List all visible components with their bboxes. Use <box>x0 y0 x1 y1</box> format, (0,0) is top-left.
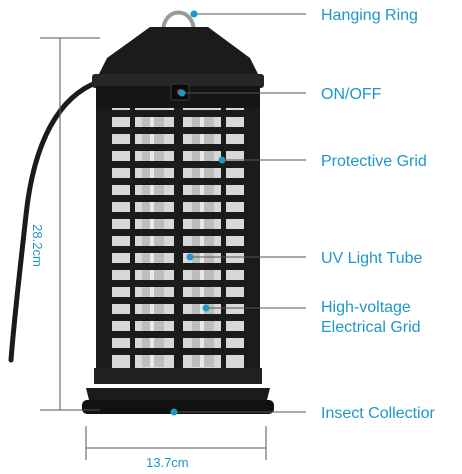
hanging-ring <box>161 10 196 33</box>
width-dimension-label: 13.7cm <box>146 455 189 470</box>
dot-uv-tube <box>186 253 194 261</box>
label-protective-grid: Protective Grid <box>321 153 427 170</box>
tube-highlight-right <box>200 112 204 367</box>
dot-on-off <box>178 89 186 97</box>
dot-high-voltage <box>202 304 210 312</box>
dot-hanging-ring <box>190 10 198 18</box>
label-hanging-ring: Hanging Ring <box>321 7 418 24</box>
label-uv-light-tube: UV Light Tube <box>321 250 423 267</box>
top-cap <box>97 27 260 78</box>
label-on-off: ON/OFF <box>321 86 382 103</box>
dot-protective-grid <box>218 156 226 164</box>
width-dimension <box>85 426 267 460</box>
top-rim <box>92 74 264 88</box>
height-dimension <box>40 37 100 411</box>
grid-posts <box>96 108 260 373</box>
height-dimension-label: 28.2cm <box>29 224 45 267</box>
label-insect-collector: Insect Collectior <box>321 405 435 422</box>
callout-dots <box>170 10 226 416</box>
dot-insect-collector <box>170 408 178 416</box>
base-foot <box>82 400 274 414</box>
base-top <box>94 368 262 384</box>
leader-lines <box>174 13 306 413</box>
tube-highlight-left <box>150 112 154 367</box>
label-high-voltage-line2: Electrical Grid <box>321 319 421 336</box>
label-high-voltage-line1: High-voltage <box>321 299 411 316</box>
power-cord <box>8 79 101 363</box>
